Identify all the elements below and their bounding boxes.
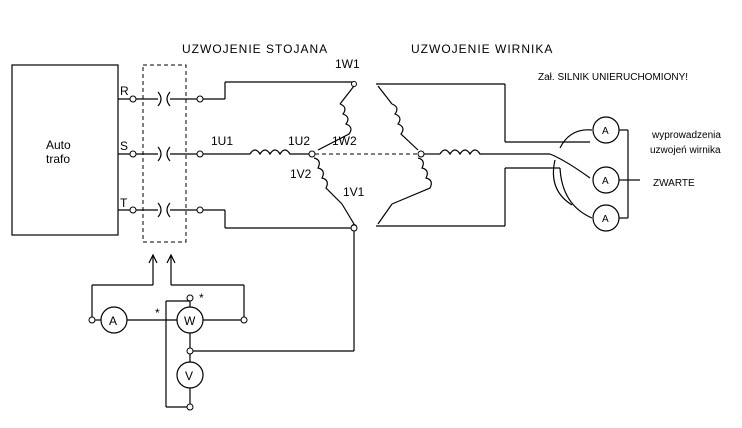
rotor-coil-bottom <box>377 157 432 225</box>
rotor-leads <box>376 83 593 227</box>
stator-coil-w <box>317 81 357 151</box>
wattmeter: W <box>176 306 204 334</box>
rotor-leads-label-1: wyprowadzenia <box>651 130 721 141</box>
voltmeter: V <box>176 361 204 389</box>
rotor-title: UZWOJENIE WIRNIKA <box>411 42 553 56</box>
phase-lines <box>118 91 197 218</box>
phase-r-label: R <box>120 84 129 98</box>
stator-title: UZWOJENIE STOJANA <box>182 42 328 56</box>
shorting-bar <box>619 129 640 219</box>
svg-text:V: V <box>185 369 193 383</box>
svg-text:A: A <box>602 126 609 137</box>
rotor-star-point <box>417 150 425 158</box>
rotor-ammeter-3: A <box>592 204 620 232</box>
svg-text:A: A <box>602 214 609 225</box>
measurement-wiring <box>91 230 355 408</box>
terminal-1w2: 1W2 <box>332 134 357 148</box>
stator-coil-u <box>249 149 310 156</box>
wattmeter-current-star: * <box>155 306 160 320</box>
phase-nodes <box>129 95 204 214</box>
measurement-nodes <box>88 224 358 411</box>
terminal-1v1: 1V1 <box>343 185 365 199</box>
autotransformer-box <box>11 64 119 236</box>
rotor-ammeter-1: A <box>592 116 620 144</box>
terminal-1w1: 1W1 <box>335 57 360 71</box>
rotor-coil-mid <box>424 149 505 156</box>
wattmeter-voltage-star: * <box>199 291 204 305</box>
stator-star-point <box>308 150 316 158</box>
autotransformer-label-line1: Auto <box>46 138 71 152</box>
shorted-label: ZWARTE <box>653 178 695 189</box>
locked-rotor-note: Zał. SILNIK UNIERUCHOMIONY! <box>538 72 688 83</box>
ammeter: A <box>100 306 128 334</box>
rotor-coil-top <box>377 85 419 151</box>
terminal-1v2: 1V2 <box>290 167 312 181</box>
phase-t-label: T <box>120 196 128 210</box>
terminal-1u2: 1U2 <box>288 134 310 148</box>
svg-text:A: A <box>602 176 609 187</box>
rotor-ammeter-2: A <box>592 166 620 194</box>
rotor-leads-label-2: uzwojeń wirnika <box>650 145 721 156</box>
terminal-1u1: 1U1 <box>211 134 233 148</box>
svg-text:W: W <box>184 314 196 328</box>
autotransformer-label-line2: trafo <box>46 152 70 166</box>
stator-wiring <box>203 81 354 229</box>
svg-text:A: A <box>109 314 117 328</box>
phase-s-label: S <box>120 139 128 153</box>
